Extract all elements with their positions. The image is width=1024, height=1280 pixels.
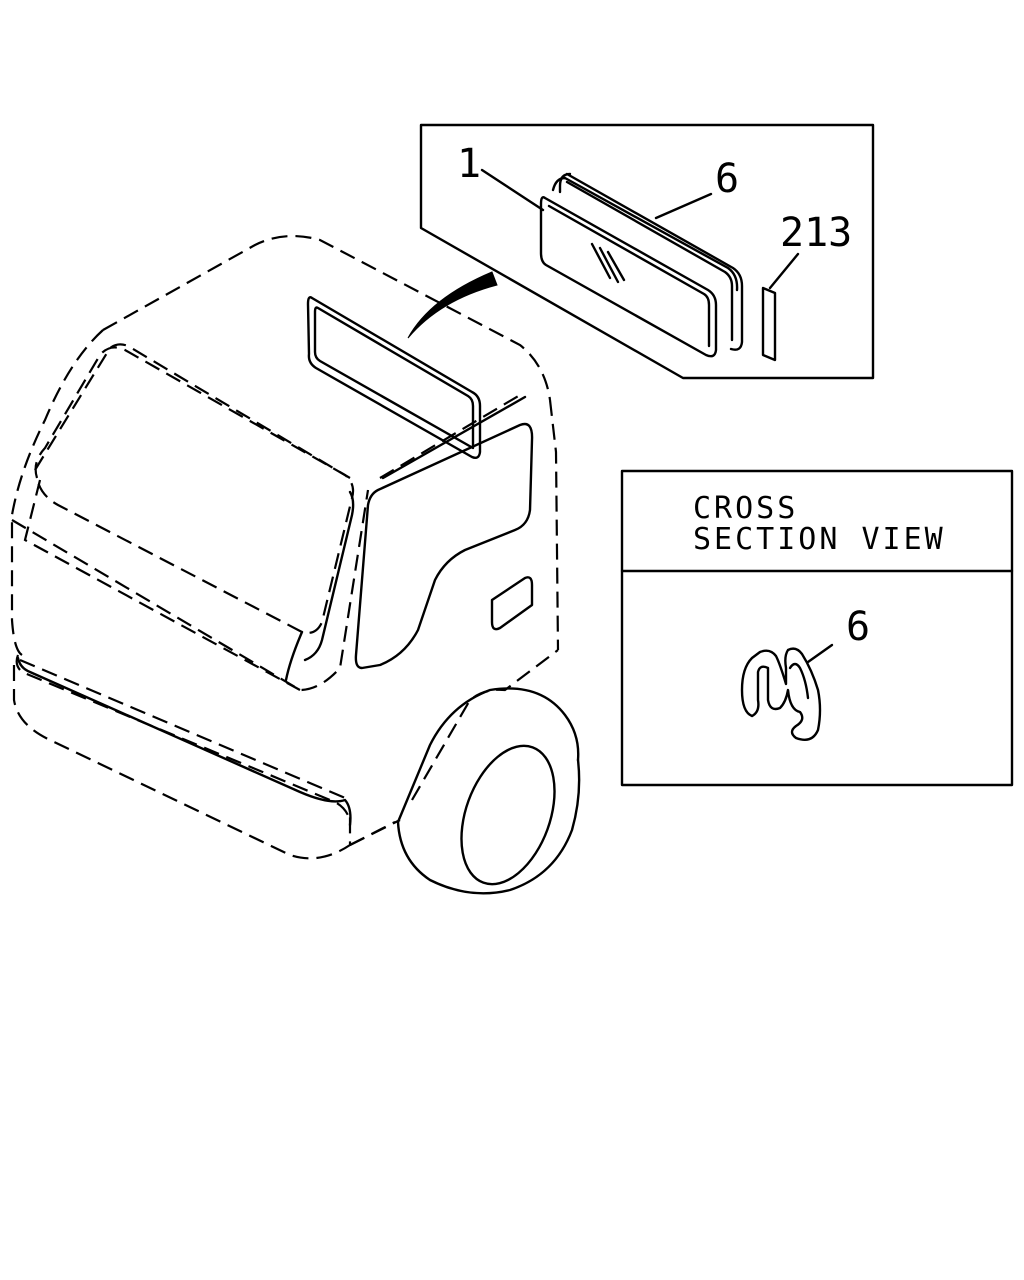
leader-weatherstrip [654,192,713,220]
cab-front-roof-line [34,343,351,479]
cab-side-bottom [349,821,396,846]
a-pillar [303,490,355,662]
door-window [354,422,534,670]
tire-outer [396,758,581,895]
glass-reflection [590,242,626,284]
cab-roof-outline [102,234,552,401]
windshield-bottom-solid [284,630,304,682]
callout-weatherstrip: 6 [715,156,739,202]
bumper-top [15,654,352,821]
detail-box: 1 6 213 [419,123,875,380]
leader-glass [480,168,545,212]
weatherstrip-part-inner [558,172,734,342]
glass-part-outer [539,196,718,358]
cab-side-lower [349,649,559,846]
bumper-highlight [16,656,352,827]
door-handle [490,576,534,631]
glass-part-inner [547,204,711,348]
bumper-bottom [12,665,352,860]
leader-sealant [768,252,800,290]
leader-cross-section [806,643,834,664]
wheel-arch [396,687,580,824]
callout-sealant: 213 [780,210,852,256]
truck-cab [10,234,581,895]
callout-glass: 1 [457,141,481,187]
cross-section-title-line2: SECTION VIEW [693,522,946,557]
detail-pointer [407,271,498,339]
rear-window-inner [313,306,475,450]
sealant-part [761,286,777,362]
cross-section-frame [620,469,1014,787]
rear-window-on-cab [306,296,482,460]
rear-window-outer [306,296,482,460]
weatherstrip-part [565,172,744,351]
cross-section-title-line1: CROSS [693,491,798,526]
windshield-lower-line [23,479,301,691]
weatherstrip-profile-inner [788,662,810,700]
tire-hub [460,744,556,886]
windshield-outline [34,346,355,634]
cross-section-box: CROSS SECTION VIEW 6 [620,469,1014,787]
cab-side-upper [379,394,560,651]
cab-front-left-edge [10,329,104,656]
weatherstrip-profile [740,647,822,741]
cab-front-face [11,489,370,692]
callout-cross-section: 6 [846,604,870,650]
weatherstrip-part-back [551,176,739,292]
bumper-upper-line [19,658,351,802]
detail-box-frame [419,123,875,380]
